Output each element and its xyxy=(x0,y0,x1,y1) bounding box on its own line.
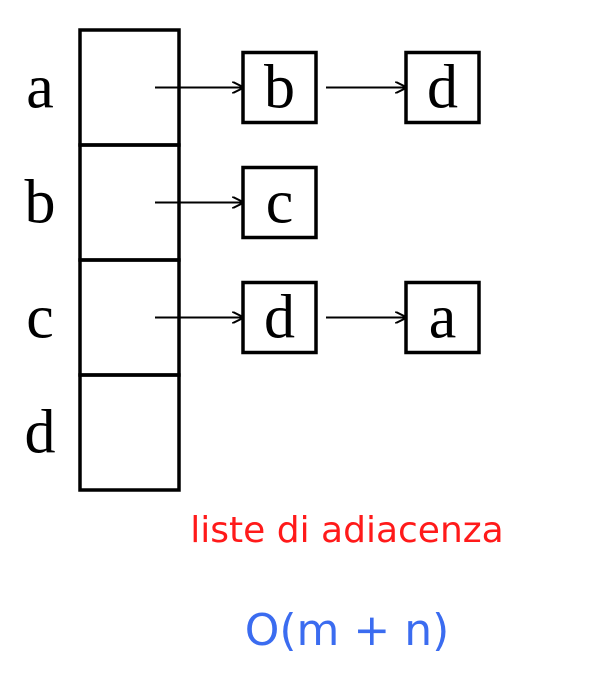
vertex-label-b: b xyxy=(25,169,56,237)
array-cell-d xyxy=(78,373,181,492)
list-node-c-a xyxy=(404,280,481,355)
list-node-a-d xyxy=(404,50,481,125)
list-node-label: d xyxy=(264,284,295,352)
list-node-a-b xyxy=(241,50,318,125)
vertex-label-d: d xyxy=(25,399,56,467)
list-node-label: b xyxy=(264,54,295,122)
vertex-label-c: c xyxy=(26,284,54,352)
list-node-label: c xyxy=(266,169,294,237)
list-node-label: a xyxy=(429,284,457,352)
list-node-b-c xyxy=(241,165,318,240)
caption-label: liste di adiacenza xyxy=(190,510,503,551)
list-node-c-d xyxy=(241,280,318,355)
vertex-label-a: a xyxy=(26,54,54,122)
list-node-label: d xyxy=(427,54,458,122)
complexity-label: O(m + n) xyxy=(245,605,450,656)
